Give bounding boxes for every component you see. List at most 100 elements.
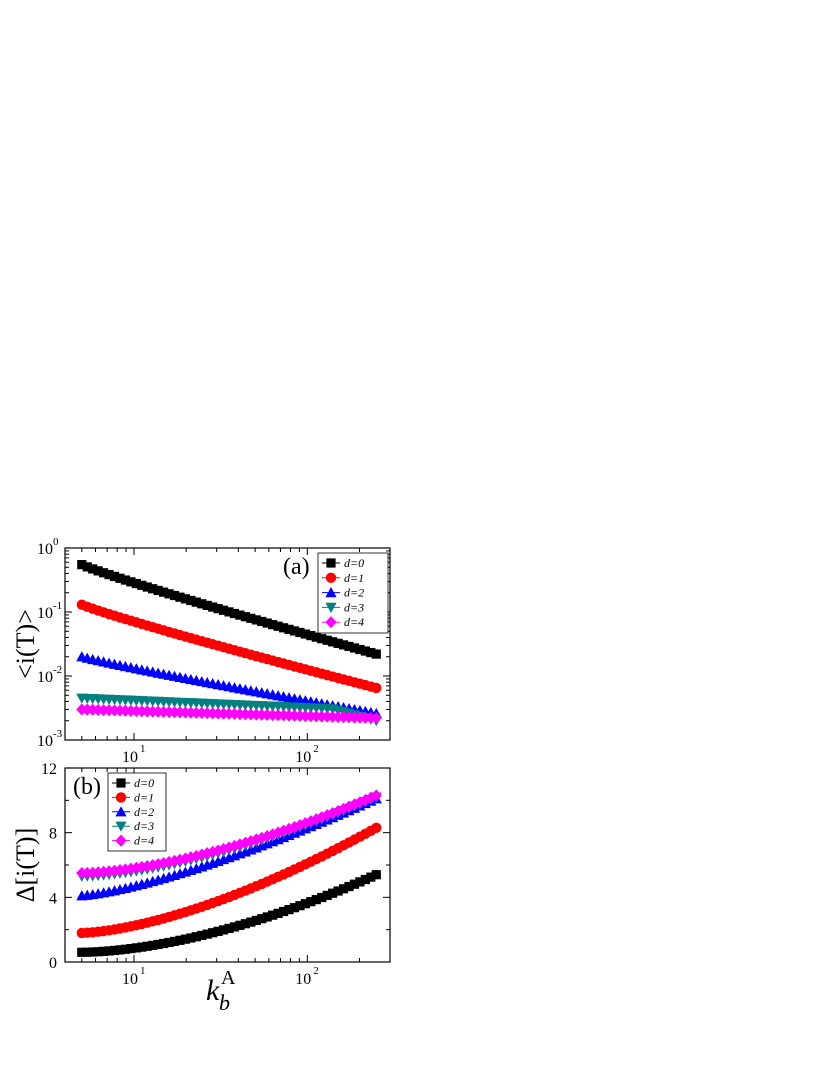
legend-label: d=3	[134, 819, 154, 833]
data-point	[142, 582, 152, 592]
legend-marker	[115, 806, 127, 817]
data-point	[240, 612, 250, 622]
x-tick-label-exponent: 1	[140, 965, 146, 977]
series-d=2	[76, 651, 382, 719]
data-point	[268, 910, 278, 920]
x-tick-label: 10	[295, 971, 311, 988]
data-point	[321, 809, 333, 822]
x-tick-label-exponent: 1	[140, 743, 146, 755]
data-point	[371, 649, 381, 659]
data-point	[316, 811, 328, 824]
data-point	[93, 947, 103, 957]
data-point	[168, 854, 181, 867]
y-tick-label: 10	[37, 605, 53, 622]
legend-item: d=0	[112, 776, 154, 790]
data-point	[283, 822, 295, 835]
y-tick-label: 10	[37, 541, 53, 558]
data-point	[229, 922, 240, 932]
data-point	[82, 562, 92, 572]
data-point	[294, 818, 306, 832]
data-point	[153, 939, 163, 950]
data-point	[344, 881, 354, 892]
data-point	[197, 930, 207, 941]
panel-a-frame	[64, 547, 391, 741]
legend-label: d=0	[134, 776, 154, 790]
data-point	[337, 802, 350, 815]
panel-b-tag: (b)	[73, 774, 101, 800]
data-point	[158, 938, 169, 949]
series-d=1	[76, 822, 382, 939]
x-axis-label-main: k	[206, 974, 220, 1007]
data-point	[277, 824, 290, 837]
data-point	[120, 575, 131, 585]
y-tick-label: 10	[37, 733, 53, 750]
data-point	[327, 806, 339, 820]
legend-label: d=3	[344, 600, 364, 614]
data-point	[88, 564, 98, 574]
data-point	[278, 906, 289, 917]
legend-marker	[325, 616, 337, 629]
legend-marker	[325, 587, 337, 598]
data-point	[163, 855, 175, 869]
y-tick-label-exponent: -1	[53, 600, 62, 612]
series-d=0	[77, 870, 381, 957]
data-point	[370, 789, 382, 802]
y-tick-label: 10	[37, 669, 53, 686]
legend-marker	[326, 558, 336, 568]
legend-marker	[115, 834, 127, 847]
y-tick-label: 12	[41, 761, 57, 778]
data-point	[136, 860, 148, 874]
data-point	[115, 573, 125, 583]
data-point	[191, 597, 201, 607]
data-point	[338, 884, 349, 894]
panel-a-tag: (a)	[283, 554, 310, 580]
data-point	[77, 947, 87, 957]
legend-item: d=2	[322, 586, 364, 600]
data-point	[299, 817, 311, 830]
data-point	[257, 914, 267, 924]
data-point	[141, 859, 153, 873]
data-point	[228, 839, 241, 853]
data-point	[251, 915, 261, 926]
data-point	[179, 852, 192, 865]
data-point	[99, 568, 109, 578]
data-point	[355, 644, 365, 655]
legend-label: d=2	[134, 805, 154, 819]
data-point	[273, 908, 283, 918]
data-point	[130, 861, 142, 874]
data-point	[164, 589, 174, 599]
series-d=1	[76, 599, 382, 694]
legend-marker	[115, 792, 127, 803]
data-point	[349, 879, 360, 889]
data-point	[371, 822, 382, 834]
y-tick-label-exponent: 0	[53, 536, 59, 548]
data-point	[115, 945, 125, 955]
data-point	[109, 571, 120, 582]
data-point	[104, 946, 114, 956]
data-point	[82, 947, 92, 957]
y-tick-label-exponent: -3	[53, 728, 63, 740]
data-point	[348, 798, 361, 811]
legend-item: d=3	[112, 819, 154, 833]
data-point	[262, 618, 272, 628]
data-point	[300, 899, 310, 909]
panel-a-ticks	[64, 547, 391, 741]
data-point	[328, 888, 338, 898]
data-point	[310, 813, 322, 826]
data-point	[208, 602, 218, 612]
data-point	[88, 947, 98, 957]
data-point	[273, 621, 283, 631]
data-point	[131, 578, 141, 589]
data-point	[311, 632, 321, 642]
legend-marker	[116, 778, 126, 788]
data-point	[213, 926, 223, 936]
legend-label: d=1	[344, 571, 364, 585]
panel-b-legend: d=0d=1d=2d=3d=4	[107, 772, 167, 852]
data-point	[322, 890, 332, 900]
data-point	[169, 936, 180, 947]
panel-b-ticks	[64, 767, 391, 963]
data-point	[93, 566, 103, 576]
data-point	[257, 616, 267, 627]
